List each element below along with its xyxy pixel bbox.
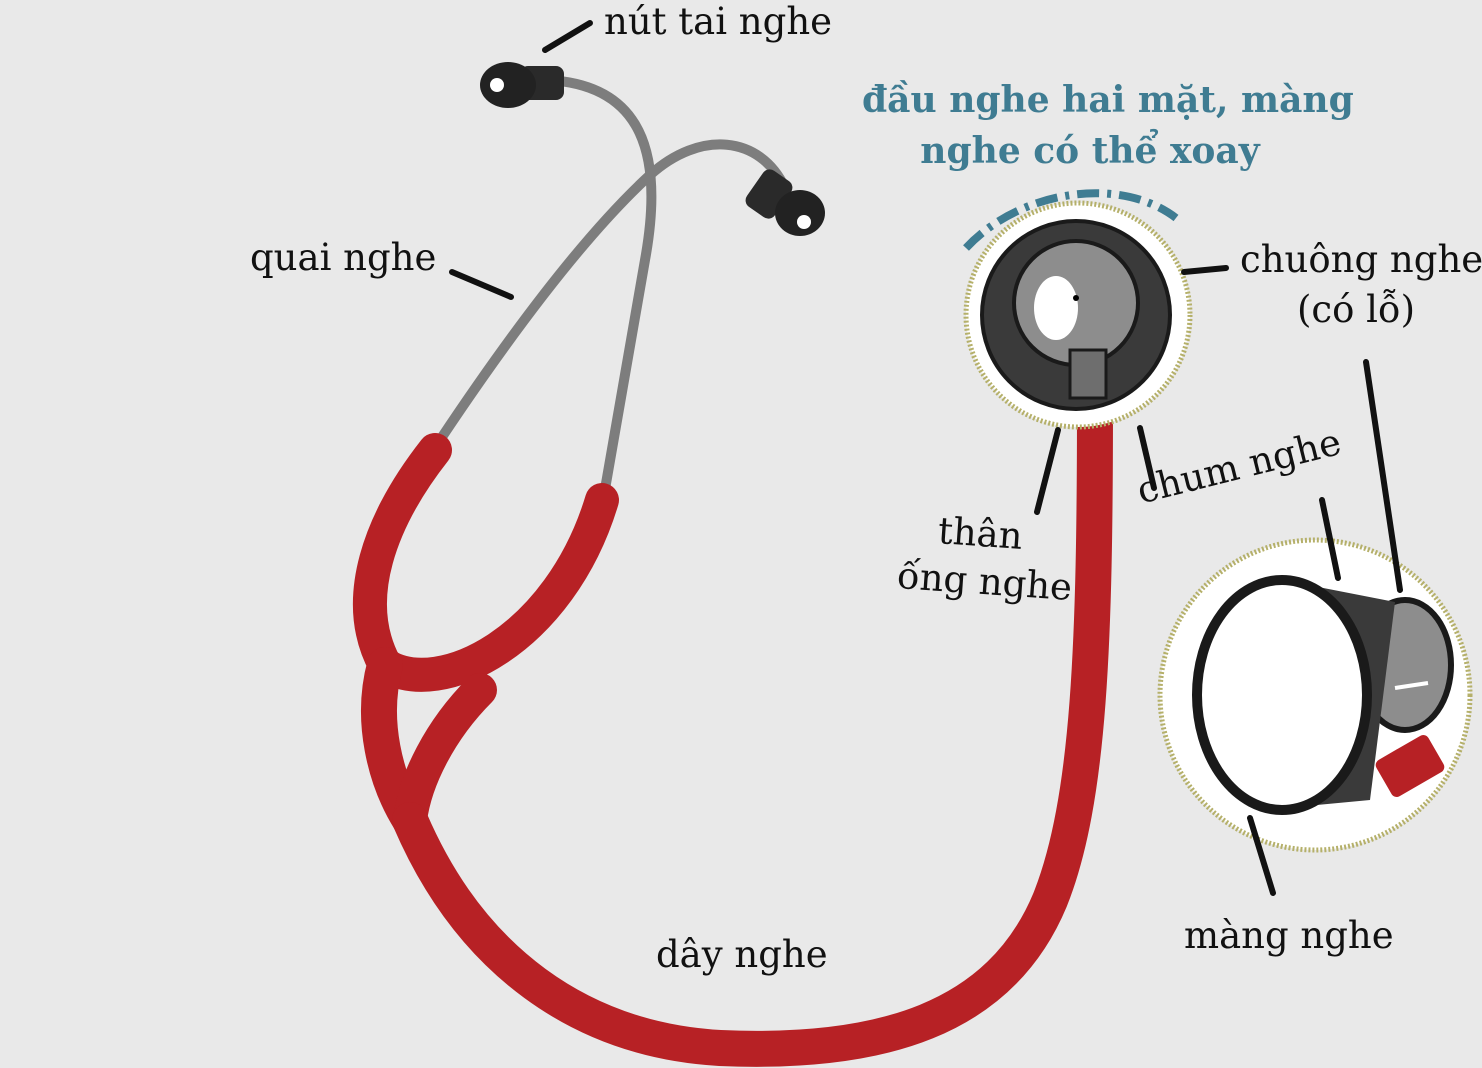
label-diaphragm: màng nghe [1184,914,1394,957]
label-bell-line-2: (có lỗ) [1296,288,1416,331]
main-chestpiece [963,200,1193,430]
side-chestpiece [1157,537,1473,853]
label-earpiece: nút tai nghe [604,0,833,43]
label-eartube: quai nghe [250,236,437,279]
diagram-title-line-1: đầu nghe hai mặt, màng [862,79,1354,121]
left-earpiece [480,62,564,108]
label-bell-line-1: chuông nghe [1240,238,1482,281]
right-earpiece [745,169,825,236]
red-tubing [353,382,1113,1067]
label-stem-line-1: thân [936,509,1025,558]
label-tubing: dây nghe [656,933,828,976]
ear-tubes [435,75,790,500]
diagram-title-line-2: nghe có thể xoay [920,130,1260,172]
leader-lines [449,20,1403,896]
